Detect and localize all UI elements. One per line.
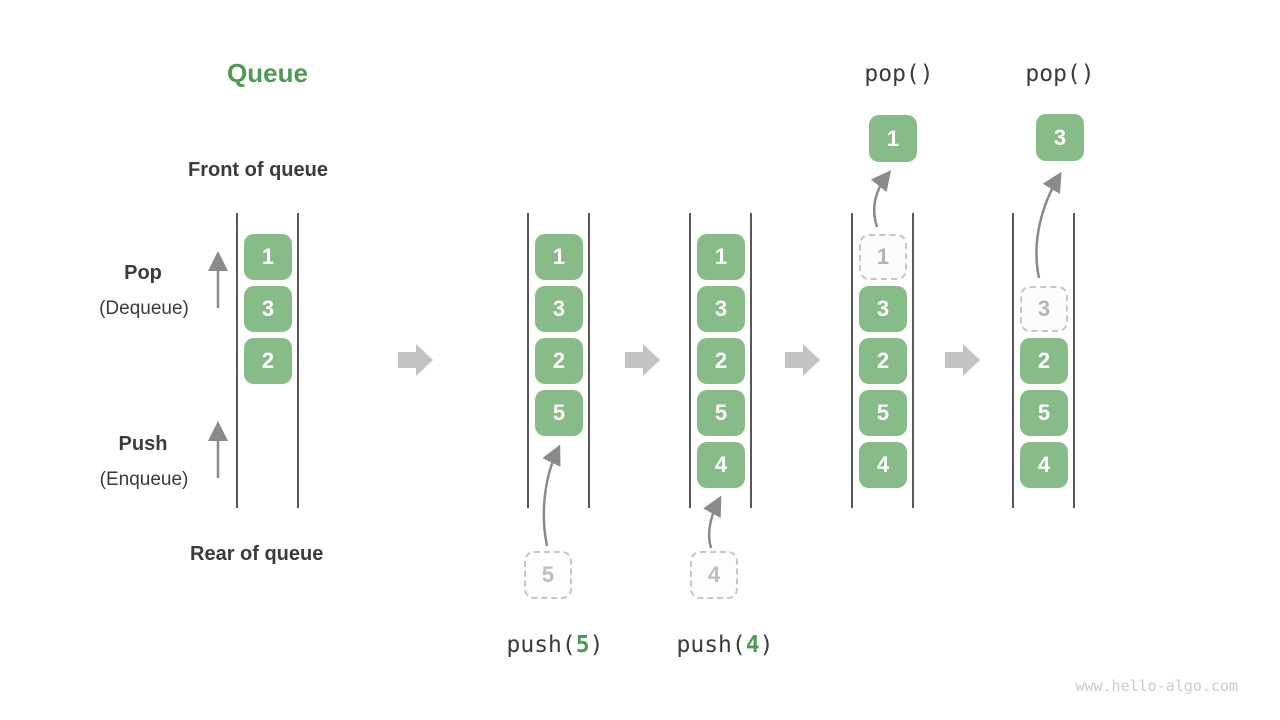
popped-element: 1 [869, 115, 917, 162]
queue-element: 3 [697, 286, 745, 332]
queue-element: 2 [859, 338, 907, 384]
push-label: Push [118, 433, 168, 455]
rear-of-queue-label: Rear of queue [190, 543, 324, 565]
push-call-prefix: push( [506, 632, 576, 658]
queue-element: 1 [535, 234, 583, 280]
queue-wall-right [297, 213, 299, 508]
queue-wall-left [689, 213, 691, 508]
flow-arrow-icon-2 [625, 344, 660, 376]
queue-element: 5 [859, 390, 907, 436]
queue-wall-right [1073, 213, 1075, 508]
queue-wall-left [527, 213, 529, 508]
queue-element: 2 [1020, 338, 1068, 384]
queue-element-ghost: 1 [859, 234, 907, 280]
queue-wall-right [750, 213, 752, 508]
diagram-title: Queue [227, 58, 308, 88]
push-candidate-element: 4 [690, 551, 738, 599]
queue-state-4: 1 3 2 5 4 [851, 213, 914, 508]
queue-state-3: 1 3 2 5 4 [689, 213, 752, 508]
queue-state-2: 1 3 2 5 [527, 213, 590, 508]
queue-element: 2 [244, 338, 292, 384]
queue-element-ghost: 3 [1020, 286, 1068, 332]
queue-state-1: 1 3 2 [236, 213, 299, 508]
queue-element: 4 [697, 442, 745, 488]
dequeue-sublabel: (Dequeue) [99, 298, 189, 319]
watermark: www.hello-algo.com [1075, 677, 1238, 695]
queue-element: 2 [697, 338, 745, 384]
queue-wall-left [1012, 213, 1014, 508]
push-call-label-state-2: push(5) [495, 632, 615, 658]
popped-element: 3 [1036, 114, 1084, 161]
pop-call-label-state-5: pop() [1025, 61, 1095, 87]
queue-element: 2 [535, 338, 583, 384]
enqueue-sublabel: (Enqueue) [99, 469, 189, 490]
queue-element: 1 [244, 234, 292, 280]
queue-wall-right [912, 213, 914, 508]
queue-wall-right [588, 213, 590, 508]
flow-arrow-icon-1 [398, 344, 433, 376]
push-call-prefix: push( [676, 632, 746, 658]
queue-element: 5 [697, 390, 745, 436]
queue-element: 4 [1020, 442, 1068, 488]
queue-element: 3 [244, 286, 292, 332]
push-call-arg: 4 [745, 632, 760, 658]
queue-element: 3 [859, 286, 907, 332]
queue-wall-left [236, 213, 238, 508]
push-call-suffix: ) [589, 632, 604, 658]
push-call-arg: 5 [575, 632, 590, 658]
flow-arrow-icon-3 [785, 344, 820, 376]
pop-label: Pop [124, 262, 162, 284]
queue-element: 3 [535, 286, 583, 332]
flow-arrow-icon-4 [945, 344, 980, 376]
push-candidate-element: 5 [524, 551, 572, 599]
front-of-queue-label: Front of queue [188, 159, 328, 181]
push-call-label-state-3: push(4) [665, 632, 785, 658]
queue-state-5: 3 2 5 4 [1012, 213, 1075, 508]
push-call-suffix: ) [759, 632, 774, 658]
queue-element: 5 [535, 390, 583, 436]
queue-wall-left [851, 213, 853, 508]
queue-element: 4 [859, 442, 907, 488]
queue-element: 1 [697, 234, 745, 280]
queue-element: 5 [1020, 390, 1068, 436]
pop-call-label-state-4: pop() [864, 61, 934, 87]
